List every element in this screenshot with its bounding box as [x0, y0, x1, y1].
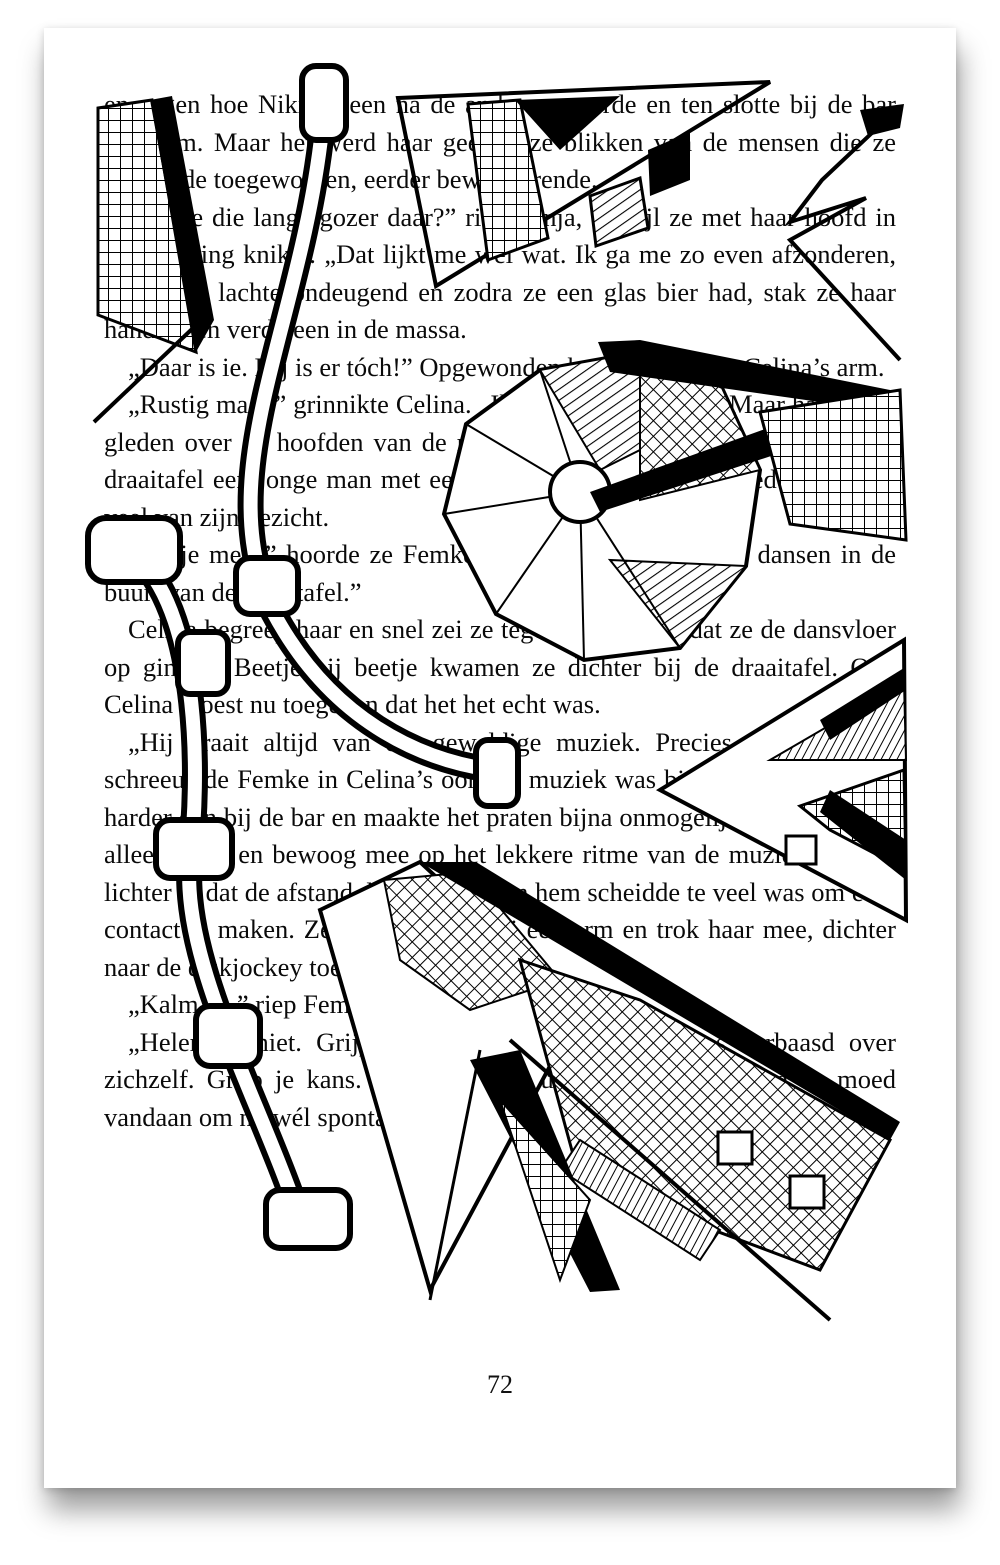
- speaker-cone: [317, 859, 900, 1322]
- zigzag-top-right: [784, 104, 904, 362]
- arrow-right: [655, 636, 909, 924]
- tonearm-bars: [590, 340, 908, 542]
- page-number: 72: [487, 1370, 513, 1399]
- grid-block-top-left: [92, 96, 214, 424]
- cable-chain: [85, 63, 521, 1251]
- wedge-top-center: [395, 80, 772, 290]
